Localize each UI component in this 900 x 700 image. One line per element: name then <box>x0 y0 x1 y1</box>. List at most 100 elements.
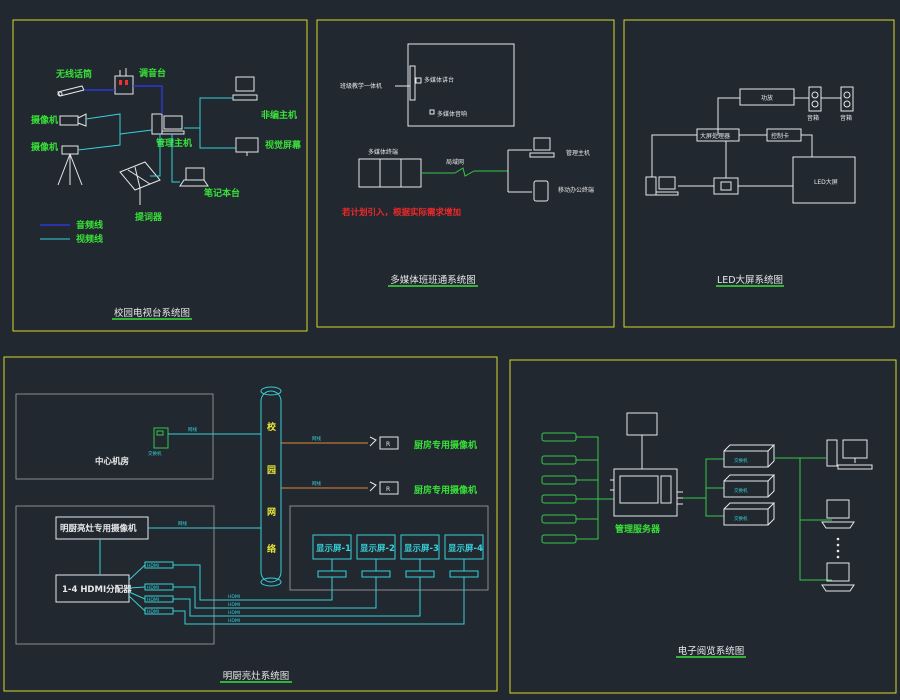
kitchen-screen-3-label: 显示屏-3 <box>404 544 439 554</box>
mixer-icon <box>114 68 134 95</box>
reading-pc-1-icon <box>826 439 873 470</box>
led-speaker1-label: 音箱 <box>807 114 819 122</box>
kitchen-center-room <box>15 393 214 480</box>
multimedia-diagram: 班级教学一体机 多媒体讲台 多媒体音响 多媒体终端 局域网 管理主机 移动办公终… <box>340 43 594 218</box>
kitchen-cam-a-label: 厨房专用摄像机 <box>414 439 477 451</box>
hdmi-tag-3: HDMI <box>147 597 159 603</box>
multimedia-network-label: 局域网 <box>446 158 464 166</box>
teleprompter-icon <box>119 161 161 205</box>
mgmt-host-label: 管理主机 <box>156 137 192 149</box>
multimedia-cabinet-label: 多媒体终端 <box>368 148 398 156</box>
wireless-mic-icon <box>57 85 85 97</box>
hdmi-run-2: HDMI <box>228 602 240 608</box>
monitor-icon <box>235 137 259 156</box>
laptop-label: 笔记本台 <box>204 187 240 199</box>
kitchen-center-room-label: 中心机房 <box>95 456 129 467</box>
hdmi-run-1: HDMI <box>228 594 240 600</box>
kitchen-title: 明厨亮灶系统图 <box>223 670 290 682</box>
reading-pc-2-icon <box>821 499 855 529</box>
led-speaker1-icon <box>808 86 822 112</box>
multimedia-unit-b: 多媒体音响 <box>437 110 467 118</box>
campus-tv-title: 校园电视台系统图 <box>114 307 190 319</box>
kitchen-cam-b-label: 厨房专用摄像机 <box>414 484 477 496</box>
reading-panel <box>509 359 897 694</box>
led-title: LED大屏系统图 <box>717 274 783 286</box>
led-speaker2-icon <box>840 86 854 112</box>
teaching-unit-box <box>407 43 515 127</box>
mgmt-host-icon <box>151 113 185 135</box>
kitchen-local-room <box>15 505 215 645</box>
hdmi-tag-1: HDMI <box>147 563 159 569</box>
led-control-card-label: 控制卡 <box>771 132 789 140</box>
multimedia-note: 若计划引入，根据实际需求增加 <box>341 207 461 218</box>
reading-pc-3-icon <box>821 562 855 592</box>
reading-monitor-icon <box>626 412 658 441</box>
kitchen-net-tag-4: 网线 <box>178 520 187 527</box>
camera-tripod-icon <box>57 145 83 186</box>
kitchen-switch-label: 交换机 <box>148 450 162 457</box>
kitchen-r-mark-a: R <box>386 441 390 448</box>
legend-audio-line: 音频线 <box>76 219 103 231</box>
reading-switch-2 <box>723 474 776 498</box>
kitchen-diagram: 中心机房 交换机 校 园 网 络 网线 网线 R 厨房专用摄像机 网线 <box>15 386 489 645</box>
kitchen-splitter-box <box>55 574 130 603</box>
mixer-label: 调音台 <box>139 67 166 79</box>
camera1-label: 摄像机 <box>31 114 58 126</box>
led-device-icon <box>713 177 739 195</box>
kitchen-screen-2-label: 显示屏-2 <box>360 544 395 554</box>
kitchen-panel <box>3 356 498 692</box>
campus-network-backbone <box>260 390 282 583</box>
kitchen-net-tag-2: 网线 <box>312 435 321 442</box>
backbone-char-3: 络 <box>267 543 276 555</box>
kitchen-screen-1-label: 显示屏-1 <box>316 544 351 554</box>
led-speaker2-label: 音箱 <box>840 114 852 122</box>
led-screen-box <box>792 156 856 204</box>
backbone-char-0: 校 <box>267 421 277 433</box>
reading-switch-2-label: 交换机 <box>734 487 748 494</box>
reading-switch-1-label: 交换机 <box>734 457 748 464</box>
multimedia-pc-icon <box>529 137 555 158</box>
led-power-box <box>739 88 795 106</box>
kitchen-screen-4-label: 显示屏-4 <box>448 544 483 554</box>
hdmi-tag-4: HDMI <box>147 609 159 615</box>
camera2-label: 摄像机 <box>31 141 58 153</box>
reading-dots <box>836 537 840 559</box>
multimedia-cabinet <box>358 158 422 188</box>
led-processor-label: 大屏处理器 <box>700 132 730 140</box>
reading-client-stack <box>541 432 577 544</box>
reading-switch-1 <box>723 444 776 468</box>
hdmi-run-4: HDMI <box>228 618 240 624</box>
laptop-icon <box>179 167 209 187</box>
teleprompter-label: 提词器 <box>135 211 163 223</box>
wireless-mic-label: 无线话筒 <box>55 68 92 80</box>
multimedia-mobile-label: 移动办公终端 <box>558 186 594 194</box>
camera-icon <box>59 113 87 127</box>
monitor-label: 视觉屏幕 <box>265 139 302 151</box>
multimedia-panel <box>316 19 615 328</box>
kitchen-display-room <box>289 505 489 591</box>
reading-diagram: 管理服务器 交换机 交换机 交换机 <box>541 412 873 592</box>
led-pc-icon <box>645 176 679 196</box>
hdmi-run-3: HDMI <box>228 610 240 616</box>
kitchen-net-tag-3: 网线 <box>312 480 321 487</box>
multimedia-left-text: 班级教学一体机 <box>340 82 382 90</box>
reading-switch-3-label: 交换机 <box>734 515 748 522</box>
campus-tv-panel <box>12 19 308 332</box>
led-power-label: 功放 <box>761 94 773 102</box>
kitchen-splitter-label: 1-4 HDMI分配器 <box>62 584 132 595</box>
kitchen-cam-box-label: 明厨亮灶专用摄像机 <box>60 523 137 534</box>
hdmi-tag-2: HDMI <box>147 585 159 591</box>
led-screen-label: LED大屏 <box>814 178 838 186</box>
edit-host-icon <box>232 76 258 101</box>
campus-tv-diagram: 无线话筒 调音台 摄像机 摄像机 管理主机 <box>31 67 302 245</box>
kitchen-net-tag-1: 网线 <box>188 426 197 433</box>
backbone-char-2: 网 <box>267 507 276 518</box>
kitchen-r-mark-b: R <box>386 486 390 493</box>
reading-switch-3 <box>723 502 776 526</box>
multimedia-title: 多媒体班班通系统图 <box>390 274 476 286</box>
kitchen-camera-b-icon <box>369 481 399 495</box>
legend-video-line: 视频线 <box>76 233 103 245</box>
backbone-char-1: 园 <box>267 465 276 476</box>
led-panel <box>623 19 895 328</box>
